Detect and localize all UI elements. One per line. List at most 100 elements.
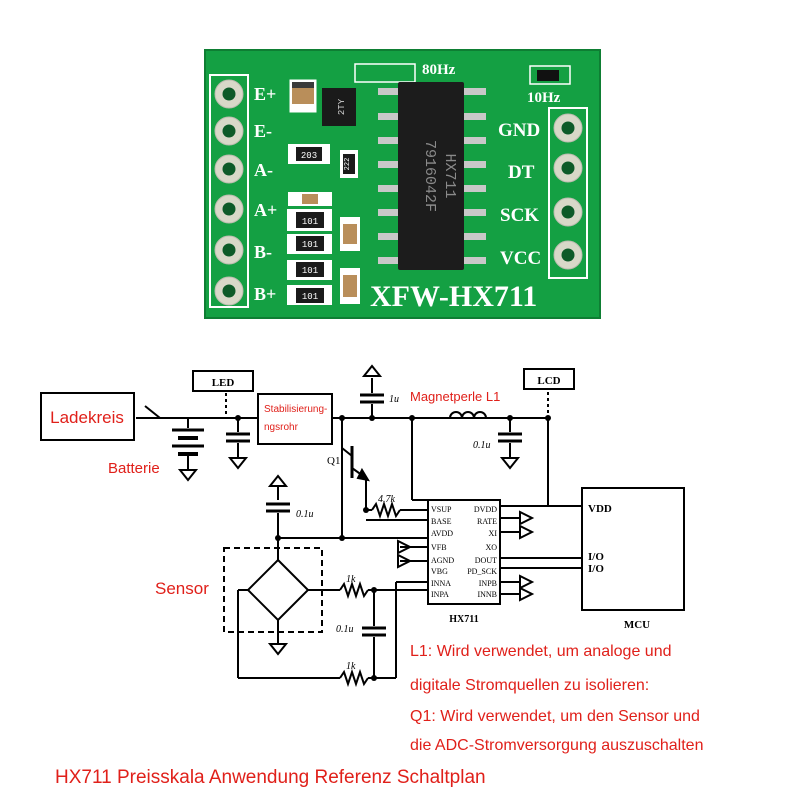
ground-symbol bbox=[267, 643, 289, 656]
pin-label-b-minus: B- bbox=[254, 242, 272, 262]
rate-label-80hz: 80Hz bbox=[422, 62, 456, 78]
svg-text:101: 101 bbox=[302, 292, 318, 302]
schematic bbox=[136, 364, 685, 688]
q1-label: Q1 bbox=[327, 455, 340, 467]
resistor-101-b: 101 bbox=[287, 234, 332, 254]
res-1k-bottom-label: 1k bbox=[346, 661, 356, 672]
hx711-board: E+ E- A- A+ B- B+ GND DT SCK VCC 80Hz 10… bbox=[204, 49, 601, 319]
svg-text:222: 222 bbox=[344, 158, 352, 171]
ground-symbol bbox=[177, 469, 199, 482]
ferrite-l1 bbox=[449, 411, 487, 419]
resistor-1k-bottom bbox=[339, 668, 369, 688]
charging-label: Ladekreis bbox=[50, 408, 124, 427]
svg-text:203: 203 bbox=[301, 151, 317, 161]
resistor-222: 222 bbox=[340, 150, 358, 178]
chip-pin-vbg: VBG bbox=[431, 567, 448, 576]
pin-arrow bbox=[397, 553, 413, 569]
left-pad bbox=[214, 276, 244, 306]
right-pad bbox=[553, 240, 583, 270]
mcu-io-label-1: I/O bbox=[588, 551, 604, 563]
left-pad bbox=[214, 79, 244, 109]
led-label: LED bbox=[212, 377, 235, 389]
ground-symbol bbox=[499, 457, 521, 470]
pin-label-e-plus: E+ bbox=[254, 84, 276, 104]
cap-body bbox=[343, 275, 357, 297]
chip-pin-inpb: INPB bbox=[479, 579, 497, 588]
left-pad bbox=[214, 235, 244, 265]
note-line-4: die ADC-Stromversorgung auszuschalten bbox=[410, 737, 703, 754]
supply-arrow bbox=[267, 474, 289, 487]
regulator-label-line2: ngsrohr bbox=[264, 422, 299, 433]
pin-label-vcc: VCC bbox=[500, 248, 541, 269]
svg-text:101: 101 bbox=[302, 217, 318, 227]
wheatstone-bridge bbox=[246, 558, 310, 622]
supply-arrow bbox=[361, 364, 383, 377]
mcu-box bbox=[581, 487, 685, 611]
transistor-package bbox=[322, 88, 356, 126]
rate-jumper-pad bbox=[537, 70, 559, 81]
figure-caption: HX711 Preisskala Anwendung Referenz Scha… bbox=[55, 767, 486, 788]
chip-pin-vsup: VSUP bbox=[431, 505, 452, 514]
cap-body bbox=[292, 88, 314, 104]
lcd-box bbox=[523, 368, 575, 390]
pin-label-a-minus: A- bbox=[254, 160, 273, 180]
chip-marking-name: HX711 bbox=[441, 153, 458, 198]
chip-pin-xi: XI bbox=[489, 529, 498, 538]
ground-symbol bbox=[227, 457, 249, 470]
resistor-203: 203 bbox=[288, 144, 330, 164]
svg-text:101: 101 bbox=[302, 266, 318, 276]
chip-pin-vfb: VFB bbox=[431, 543, 447, 552]
mcu-vdd-label: VDD bbox=[588, 503, 612, 515]
rate-jumper-outline-right bbox=[529, 65, 571, 85]
pin-arrow bbox=[397, 539, 413, 555]
pin-arrow bbox=[519, 574, 535, 590]
cap-1u-label: 1u bbox=[389, 394, 399, 405]
cap-01u-sensor-label: 0.1u bbox=[296, 509, 314, 520]
regulator-label-line1: Stabilisierung- bbox=[264, 404, 327, 415]
pin-label-dt: DT bbox=[508, 162, 535, 183]
pin-label-a-plus: A+ bbox=[254, 200, 277, 220]
left-pad bbox=[214, 154, 244, 184]
note-line-2: digitale Stromquellen zu isolieren: bbox=[410, 677, 649, 694]
resistor-101-a: 101 bbox=[287, 209, 332, 231]
left-pad bbox=[214, 116, 244, 146]
hx711-schematic-chip bbox=[427, 499, 501, 605]
left-pad bbox=[214, 194, 244, 224]
rate-label-10hz: 10Hz bbox=[527, 90, 561, 106]
pin-label-e-minus: E- bbox=[254, 121, 272, 141]
board-name: XFW-HX711 bbox=[370, 280, 537, 313]
hx711-chip: HX711 7916042F bbox=[378, 82, 486, 270]
svg-text:101: 101 bbox=[302, 240, 318, 250]
right-pad bbox=[553, 113, 583, 143]
pin-label-sck: SCK bbox=[500, 205, 539, 226]
mcu-io-label-2: I/O bbox=[588, 563, 604, 575]
right-pad bbox=[553, 153, 583, 183]
pin-arrow bbox=[519, 586, 535, 602]
cap-body bbox=[343, 224, 357, 244]
led-box bbox=[192, 370, 254, 392]
resistor-1k-top bbox=[339, 580, 369, 600]
chip-pin-dout: DOUT bbox=[475, 556, 497, 565]
chip-pin-inpa: INPA bbox=[431, 590, 449, 599]
transistor-marking: 2TY bbox=[337, 98, 347, 115]
chip-pin-xo: XO bbox=[485, 543, 497, 552]
chip-pin-rate: RATE bbox=[477, 517, 497, 526]
right-header bbox=[548, 107, 588, 279]
cap-01u-mid-label: 0.1u bbox=[336, 624, 354, 635]
resistor-101-d: 101 bbox=[287, 285, 332, 305]
pin-label-b-plus: B+ bbox=[254, 284, 276, 304]
res-1k-top-label: 1k bbox=[346, 574, 356, 585]
pin-arrow bbox=[519, 510, 535, 526]
left-header bbox=[209, 74, 249, 308]
pin-label-gnd: GND bbox=[498, 120, 540, 141]
charging-box bbox=[40, 392, 135, 441]
chip-pin-avdd: AVDD bbox=[431, 529, 453, 538]
hx711-chip-label: HX711 bbox=[449, 614, 478, 625]
lcd-label: LCD bbox=[537, 375, 560, 387]
chip-pin-agnd: AGND bbox=[431, 556, 454, 565]
chip-pin-pd-sck: PD_SCK bbox=[467, 567, 497, 576]
chip-marking-lot: 7916042F bbox=[421, 140, 438, 212]
rate-jumper-outline bbox=[354, 63, 416, 83]
chip-pin-innb: INNB bbox=[477, 590, 497, 599]
